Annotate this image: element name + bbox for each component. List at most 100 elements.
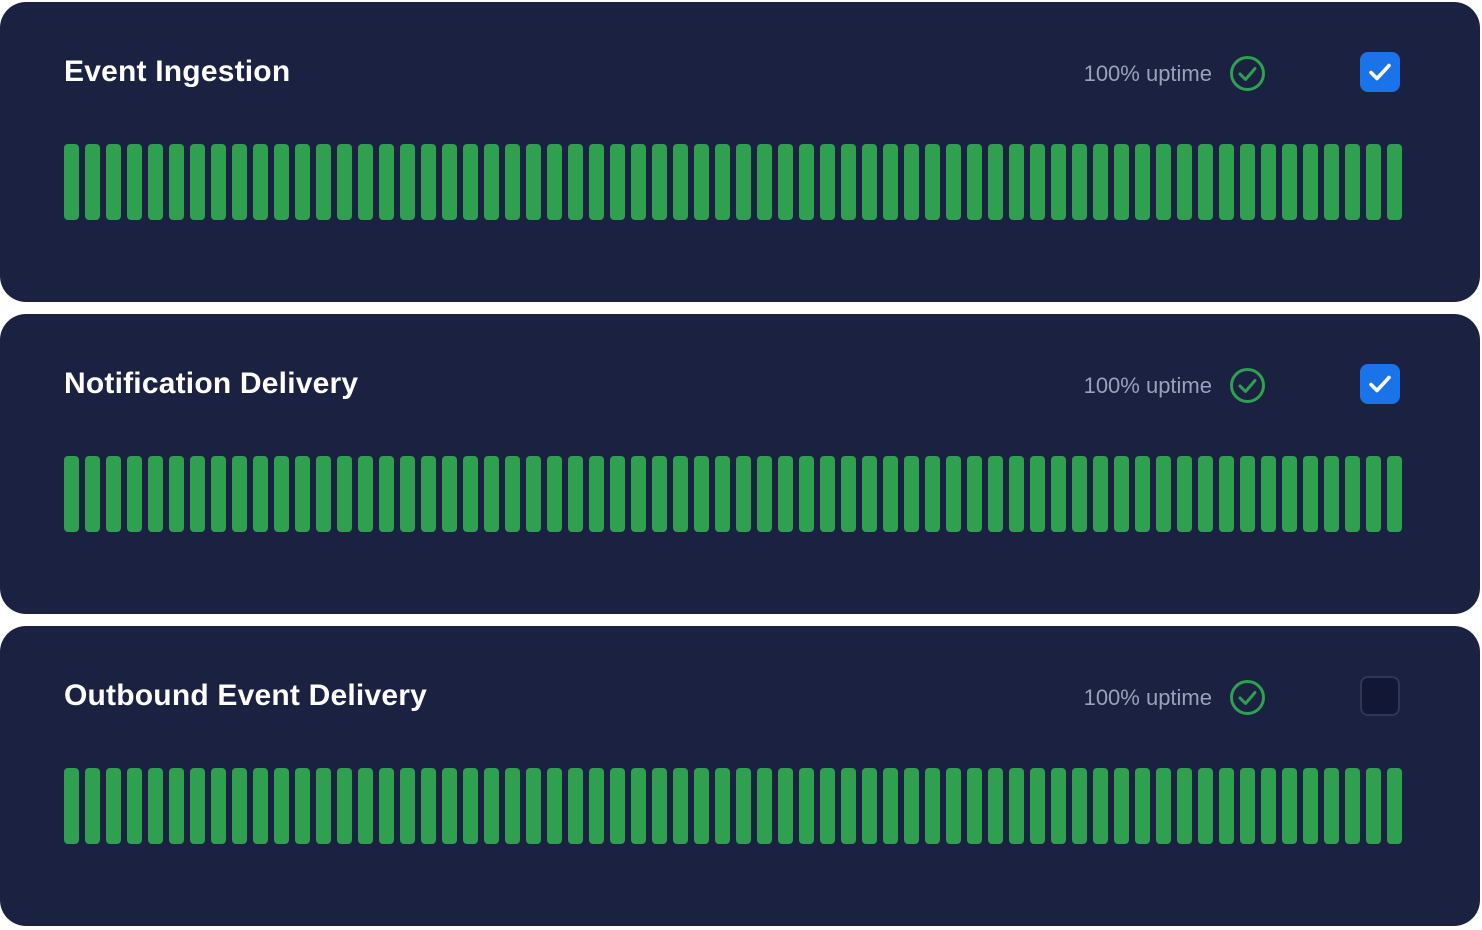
uptime-bar[interactable] bbox=[862, 144, 877, 220]
uptime-bar[interactable] bbox=[736, 456, 751, 532]
uptime-bar[interactable] bbox=[316, 768, 331, 844]
uptime-bar[interactable] bbox=[547, 456, 562, 532]
uptime-bar[interactable] bbox=[820, 768, 835, 844]
uptime-bar[interactable] bbox=[988, 768, 1003, 844]
uptime-bar[interactable] bbox=[841, 144, 856, 220]
uptime-bar[interactable] bbox=[484, 456, 499, 532]
uptime-bar[interactable] bbox=[1198, 144, 1213, 220]
uptime-bar[interactable] bbox=[400, 768, 415, 844]
uptime-bar[interactable] bbox=[1366, 144, 1381, 220]
uptime-bar[interactable] bbox=[1009, 456, 1024, 532]
uptime-bar[interactable] bbox=[757, 768, 772, 844]
uptime-bar[interactable] bbox=[1030, 768, 1045, 844]
uptime-bar[interactable] bbox=[379, 144, 394, 220]
uptime-bar[interactable] bbox=[1135, 456, 1150, 532]
uptime-bar[interactable] bbox=[841, 768, 856, 844]
uptime-bar[interactable] bbox=[715, 768, 730, 844]
uptime-bar[interactable] bbox=[274, 456, 289, 532]
uptime-bar[interactable] bbox=[694, 144, 709, 220]
uptime-bar[interactable] bbox=[127, 144, 142, 220]
uptime-bar[interactable] bbox=[358, 456, 373, 532]
uptime-bar[interactable] bbox=[505, 144, 520, 220]
uptime-bar[interactable] bbox=[1324, 456, 1339, 532]
uptime-bar[interactable] bbox=[1387, 768, 1402, 844]
uptime-bar[interactable] bbox=[1030, 456, 1045, 532]
uptime-bar[interactable] bbox=[1366, 456, 1381, 532]
uptime-bar[interactable] bbox=[631, 768, 646, 844]
uptime-bar[interactable] bbox=[379, 768, 394, 844]
uptime-bar[interactable] bbox=[1219, 768, 1234, 844]
uptime-bar[interactable] bbox=[232, 144, 247, 220]
uptime-bar[interactable] bbox=[904, 768, 919, 844]
uptime-bar[interactable] bbox=[673, 144, 688, 220]
uptime-bar[interactable] bbox=[337, 144, 352, 220]
uptime-bar[interactable] bbox=[652, 144, 667, 220]
uptime-bar[interactable] bbox=[148, 144, 163, 220]
uptime-bar[interactable] bbox=[85, 144, 100, 220]
uptime-bar[interactable] bbox=[1072, 456, 1087, 532]
uptime-bar[interactable] bbox=[757, 456, 772, 532]
uptime-bar[interactable] bbox=[1093, 456, 1108, 532]
uptime-bar[interactable] bbox=[1324, 144, 1339, 220]
uptime-bar[interactable] bbox=[988, 144, 1003, 220]
uptime-bar[interactable] bbox=[1135, 768, 1150, 844]
uptime-bar[interactable] bbox=[1219, 456, 1234, 532]
uptime-bar[interactable] bbox=[442, 768, 457, 844]
uptime-bar[interactable] bbox=[526, 768, 541, 844]
uptime-bar[interactable] bbox=[1177, 144, 1192, 220]
uptime-bar[interactable] bbox=[1345, 768, 1360, 844]
uptime-bar[interactable] bbox=[715, 144, 730, 220]
uptime-bar[interactable] bbox=[820, 144, 835, 220]
uptime-bar[interactable] bbox=[610, 768, 625, 844]
uptime-bar[interactable] bbox=[1303, 144, 1318, 220]
uptime-bar[interactable] bbox=[211, 768, 226, 844]
uptime-bar[interactable] bbox=[694, 768, 709, 844]
uptime-bar[interactable] bbox=[232, 768, 247, 844]
uptime-bar[interactable] bbox=[946, 456, 961, 532]
uptime-bar[interactable] bbox=[778, 144, 793, 220]
uptime-bar[interactable] bbox=[652, 768, 667, 844]
uptime-bar[interactable] bbox=[232, 456, 247, 532]
uptime-bar[interactable] bbox=[1387, 144, 1402, 220]
uptime-bar[interactable] bbox=[253, 456, 268, 532]
uptime-bar[interactable] bbox=[715, 456, 730, 532]
uptime-bar[interactable] bbox=[64, 456, 79, 532]
uptime-bar[interactable] bbox=[547, 768, 562, 844]
uptime-bar[interactable] bbox=[631, 456, 646, 532]
uptime-bar[interactable] bbox=[967, 456, 982, 532]
uptime-bar[interactable] bbox=[946, 144, 961, 220]
uptime-bar[interactable] bbox=[526, 144, 541, 220]
uptime-bar[interactable] bbox=[694, 456, 709, 532]
uptime-bar[interactable] bbox=[421, 768, 436, 844]
uptime-bar[interactable] bbox=[757, 144, 772, 220]
uptime-bar[interactable] bbox=[673, 768, 688, 844]
uptime-bar[interactable] bbox=[1051, 456, 1066, 532]
uptime-bar[interactable] bbox=[169, 144, 184, 220]
uptime-bar[interactable] bbox=[1366, 768, 1381, 844]
uptime-bar[interactable] bbox=[610, 456, 625, 532]
uptime-bar[interactable] bbox=[1156, 768, 1171, 844]
uptime-bar[interactable] bbox=[568, 456, 583, 532]
uptime-bar[interactable] bbox=[778, 456, 793, 532]
uptime-bar[interactable] bbox=[925, 144, 940, 220]
uptime-bar[interactable] bbox=[610, 144, 625, 220]
uptime-bar[interactable] bbox=[1072, 768, 1087, 844]
uptime-bar[interactable] bbox=[568, 144, 583, 220]
uptime-bar[interactable] bbox=[589, 144, 604, 220]
uptime-bar[interactable] bbox=[316, 144, 331, 220]
uptime-bar[interactable] bbox=[631, 144, 646, 220]
uptime-bar[interactable] bbox=[316, 456, 331, 532]
uptime-bar[interactable] bbox=[106, 456, 121, 532]
uptime-bar[interactable] bbox=[127, 768, 142, 844]
service-checkbox[interactable] bbox=[1360, 676, 1400, 716]
uptime-bar[interactable] bbox=[946, 768, 961, 844]
uptime-bar[interactable] bbox=[505, 768, 520, 844]
uptime-bar[interactable] bbox=[295, 456, 310, 532]
uptime-bar[interactable] bbox=[64, 144, 79, 220]
uptime-bar[interactable] bbox=[1261, 768, 1276, 844]
uptime-bar[interactable] bbox=[1240, 144, 1255, 220]
uptime-bar[interactable] bbox=[64, 768, 79, 844]
uptime-bar[interactable] bbox=[148, 768, 163, 844]
service-checkbox[interactable] bbox=[1360, 364, 1400, 404]
uptime-bar[interactable] bbox=[1345, 456, 1360, 532]
